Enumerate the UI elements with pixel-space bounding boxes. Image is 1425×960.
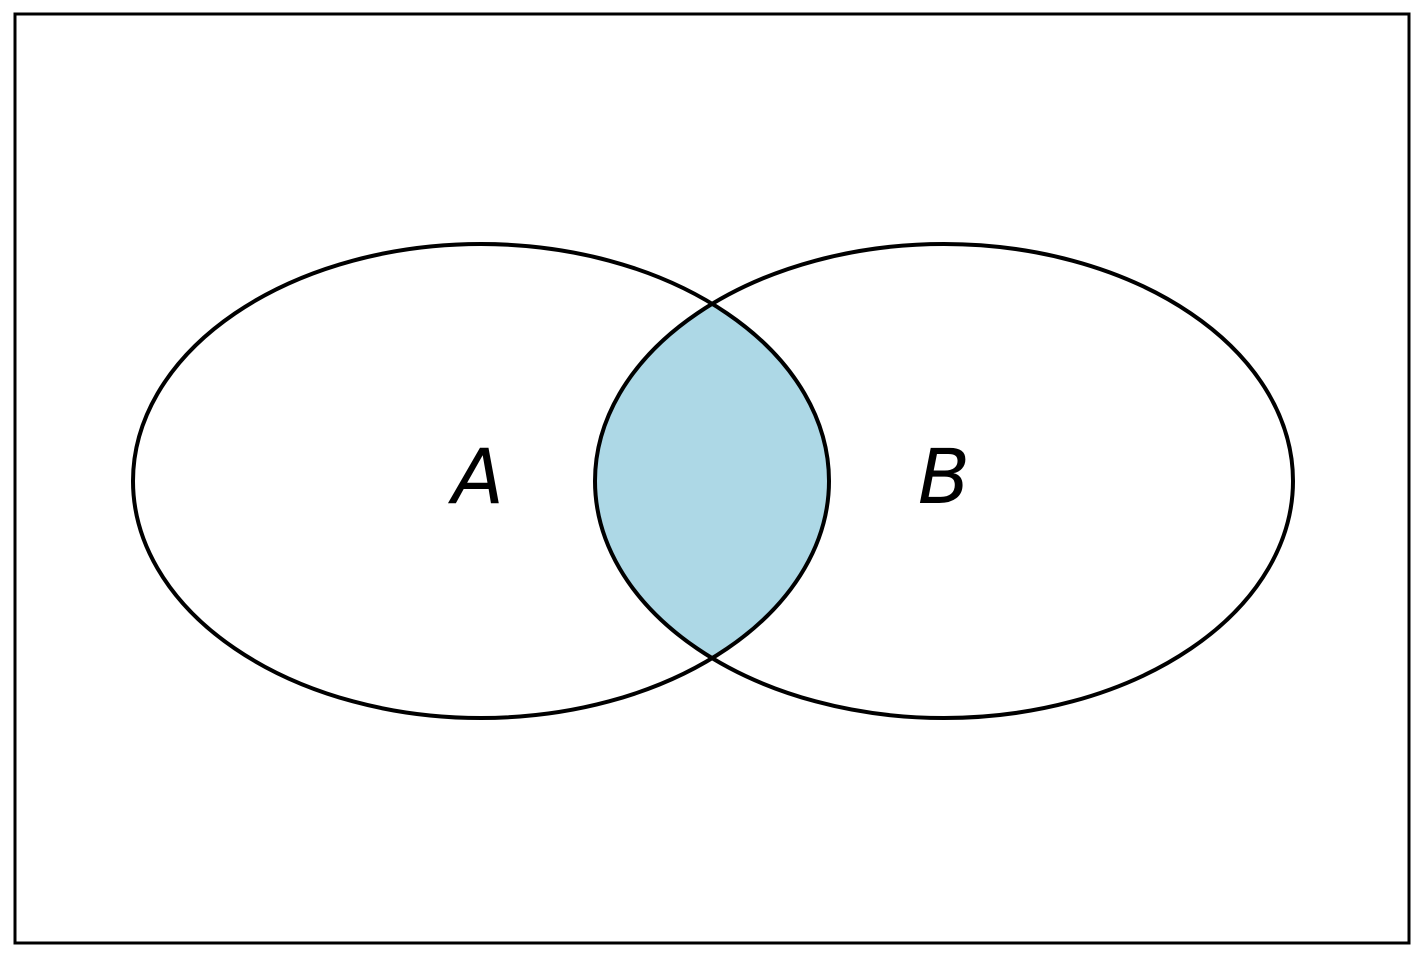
- set-a-ellipse[interactable]: [131, 242, 831, 720]
- set-b-label: B: [918, 432, 970, 521]
- intersection-region-group: [595, 244, 829, 718]
- set-b-ellipse[interactable]: [593, 242, 1295, 720]
- intersection-lens: [595, 244, 829, 718]
- set-a-label: A: [447, 432, 504, 521]
- outer-frame: [13, 12, 1411, 945]
